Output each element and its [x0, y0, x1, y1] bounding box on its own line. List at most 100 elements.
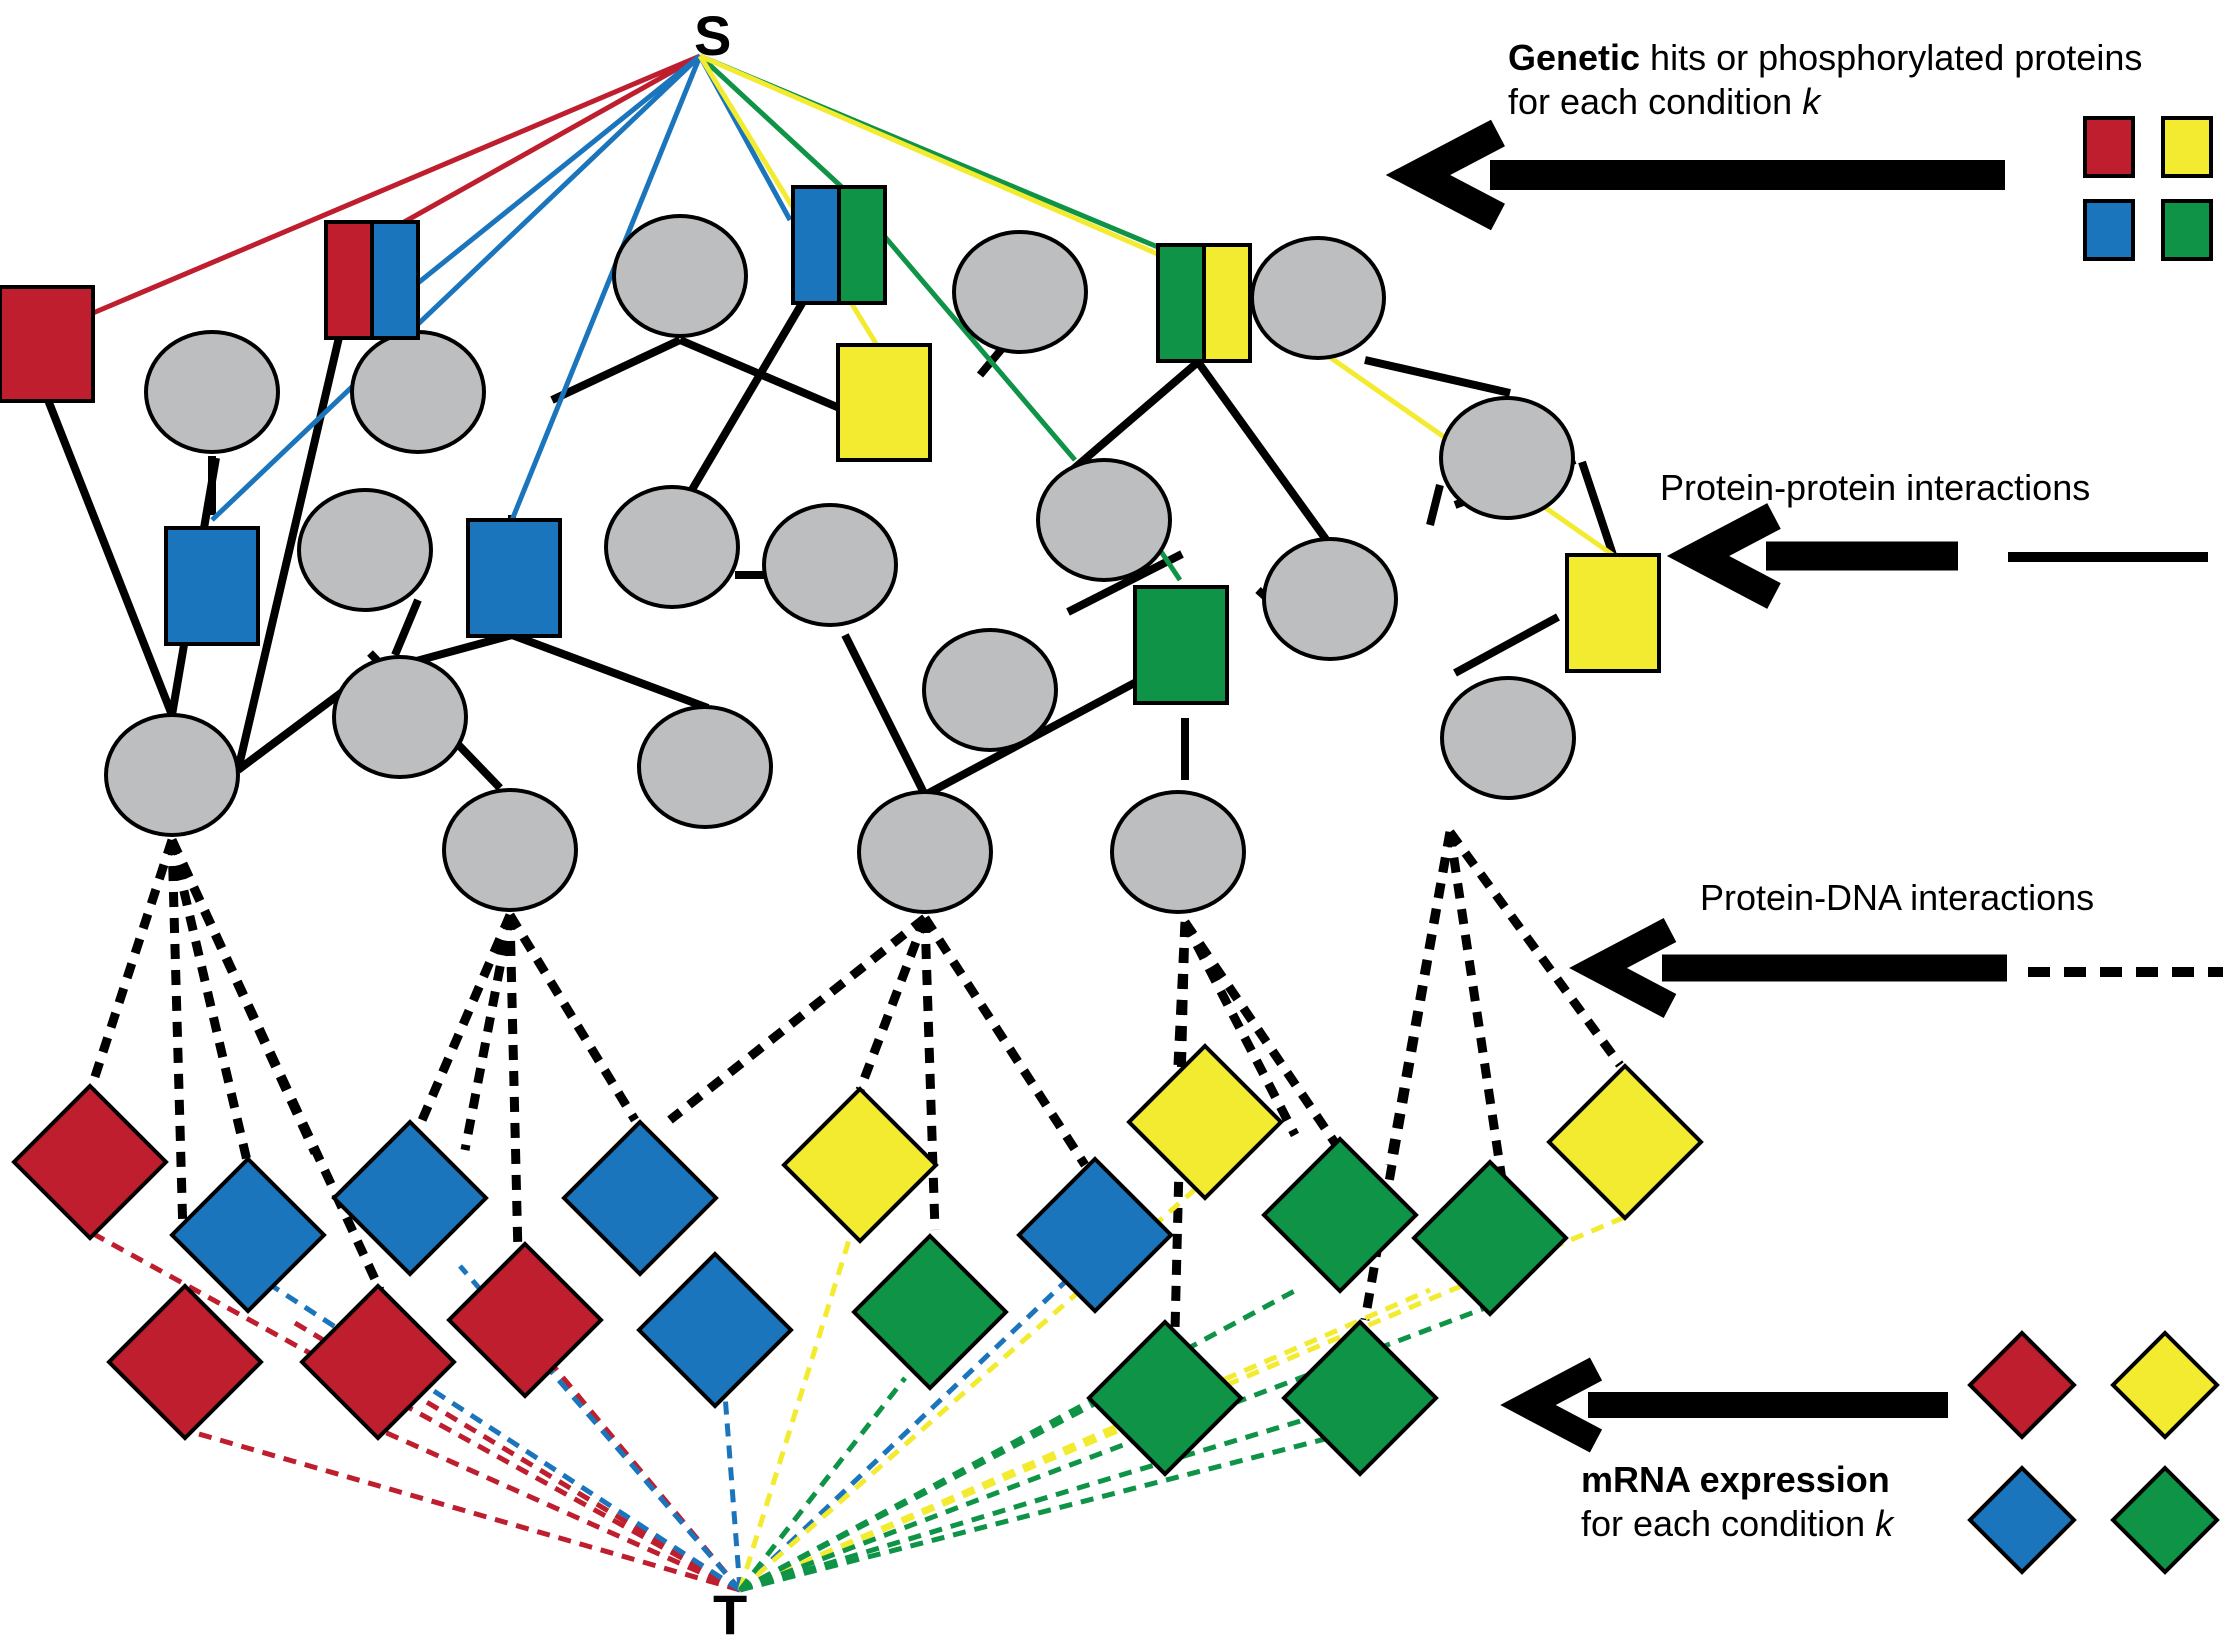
ppi-edge	[1453, 613, 1560, 677]
protein-dna-edge	[1360, 831, 1455, 1321]
hit-node	[1133, 585, 1229, 705]
mrna-node	[851, 1233, 1009, 1391]
protein-node	[1250, 236, 1386, 360]
sink-edge	[738, 1376, 907, 1592]
source-edges	[92, 53, 1615, 582]
protein-node	[1110, 790, 1246, 914]
mrna-node	[11, 1083, 169, 1241]
protein-node	[922, 628, 1058, 752]
mrna-node	[169, 1156, 327, 1314]
protein-dna-edge	[1445, 831, 1510, 1201]
protein-dna-edge	[1446, 829, 1624, 1068]
legend-arrowhead	[1500, 1357, 1603, 1453]
source-edge	[210, 54, 702, 522]
mrna-node	[1546, 1063, 1704, 1221]
ppi-edge	[1067, 358, 1201, 476]
legend-mrna-label: mRNA expression for each condition k	[1581, 1458, 1893, 1546]
legend-mrna-k: k	[1875, 1503, 1894, 1544]
protein-dna-edge	[1173, 921, 1190, 1066]
mrna-node	[1261, 1136, 1419, 1294]
legend-swatch-green	[2161, 199, 2213, 261]
protein-dna-edge	[1181, 919, 1354, 1168]
hit-node-left-half	[1156, 243, 1206, 363]
ppi-edge	[1426, 484, 1444, 526]
sink-edge	[378, 1427, 742, 1593]
protein-dna-edges	[85, 829, 1624, 1331]
network-nodes	[0, 185, 1704, 1477]
protein-dna-edge	[85, 838, 177, 1094]
protein-node	[857, 790, 993, 914]
ppi-edge	[1194, 359, 1334, 548]
sink-edge	[739, 1427, 1361, 1593]
source-edge	[370, 53, 702, 243]
legend-swatch-yellow	[2161, 116, 2213, 178]
mrna-node	[781, 1086, 939, 1244]
hit-node-right-half	[837, 185, 887, 305]
protein-node	[297, 488, 433, 612]
legend-arrowhead	[1385, 119, 1505, 231]
mrna-node	[636, 1251, 794, 1409]
protein-dna-edge	[505, 914, 523, 1256]
protein-node	[604, 485, 740, 609]
hit-node-right-half	[1202, 243, 1252, 363]
mrna-node	[331, 1119, 489, 1277]
sink-edge	[737, 1236, 853, 1591]
source-edge	[370, 54, 702, 322]
legend-genetic-bold: Genetic	[1508, 37, 1641, 78]
hit-node-left-half	[791, 185, 841, 305]
sink-edge	[739, 1397, 1371, 1593]
protein-dna-edge	[920, 917, 940, 1231]
protein-dna-edge	[921, 915, 1089, 1168]
legend-pdi-label: Protein-DNA interactions	[1700, 877, 2095, 918]
sink-edge	[738, 1285, 1302, 1593]
ppi-edge	[1364, 356, 1511, 397]
hit-node	[0, 285, 95, 403]
protein-node	[1036, 458, 1172, 582]
legend-swatch-red	[2083, 116, 2135, 178]
protein-node	[1440, 676, 1576, 800]
protein-dna-edge	[855, 916, 930, 1092]
source-label: S	[694, 4, 732, 67]
legend-genetic-label: Genetic hits or phosphorylated proteins …	[1508, 36, 2142, 124]
legend-arrowhead	[1569, 918, 1677, 1018]
mrna-node	[1126, 1043, 1284, 1201]
protein-dna-edge	[167, 838, 253, 1167]
protein-dna-edge	[1181, 919, 1299, 1138]
protein-node	[332, 655, 468, 779]
protein-node	[637, 705, 773, 829]
legend-genetic-k: k	[1802, 81, 1821, 122]
source-edge	[699, 53, 1161, 258]
ppi-edge	[676, 297, 808, 513]
protein-node	[350, 330, 486, 454]
ppi-edge	[510, 631, 710, 712]
protein-node	[442, 788, 578, 912]
legend-diamond-blue	[1967, 1465, 2077, 1575]
legend-diamond-yellow	[2110, 1330, 2220, 1440]
mrna-node	[1016, 1156, 1174, 1314]
hit-node-left-half	[324, 220, 374, 340]
protein-node	[762, 503, 898, 627]
hit-node-right-half	[370, 220, 420, 340]
hit-node	[164, 526, 260, 646]
legend-ppi-label: Protein-protein interactions	[1660, 467, 2091, 508]
hit-node	[466, 518, 562, 638]
mrna-node	[1411, 1159, 1569, 1317]
legend-mrna-line2: for each condition	[1581, 1503, 1876, 1544]
source-edge	[698, 54, 847, 192]
sink-label: T	[713, 1583, 748, 1646]
ppi-edge	[44, 398, 176, 717]
ppi-edge	[1578, 460, 1617, 557]
sink-edge	[238, 1262, 742, 1593]
mrna-node	[446, 1241, 604, 1399]
mrna-node	[1281, 1319, 1439, 1477]
sink-edge	[739, 1287, 1431, 1593]
ppi-edge	[841, 633, 929, 797]
sink-edge	[184, 1427, 741, 1593]
mrna-node	[1086, 1319, 1244, 1477]
legend-genetic-rest: hits or phosphorylated proteins	[1640, 37, 2143, 78]
protein-node	[952, 230, 1088, 354]
mrna-node	[299, 1283, 457, 1441]
sink-edge	[738, 1263, 1085, 1592]
hit-node	[1565, 553, 1661, 673]
ppi-edge	[1066, 550, 1184, 616]
